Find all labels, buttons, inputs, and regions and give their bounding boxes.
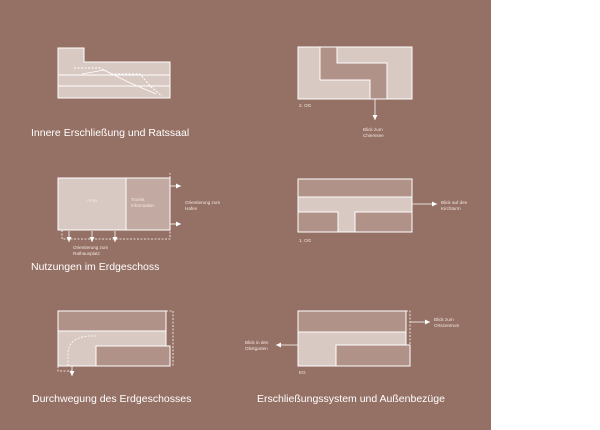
- note-tourist-info: Tourist Information: [131, 197, 154, 208]
- floor-label-ground: EG: [299, 370, 306, 375]
- note-view-lake: Blick zum Chiemsee: [363, 127, 384, 138]
- caption-access-system: Erschließungssystem und Außenbezüge: [257, 393, 445, 405]
- note-orchard: Blick in den Obstgarten: [245, 340, 269, 351]
- note-harbour: Orientierung zum Hafen: [185, 200, 221, 211]
- diagram-canvas: [57, 46, 437, 376]
- caption-ground-floor-uses: Nutzungen im Erdgeschoss: [31, 261, 160, 273]
- note-town-centre: Blick zum Ortszentrum: [434, 317, 460, 328]
- diagram-access-system: [276, 310, 430, 367]
- diagram-ground-floor-passage: [57, 310, 174, 376]
- note-church-tower: Blick auf den Kirchturm: [441, 200, 468, 211]
- note-town-hall-square: Orientierung zum Rathausplatz: [73, 245, 109, 256]
- diagram-internal-access: [57, 47, 171, 99]
- note-annex: Amts: [87, 198, 98, 203]
- floor-label-second: 2. OG: [299, 103, 312, 108]
- caption-internal-access: Innere Erschließung und Ratssaal: [31, 127, 190, 139]
- floor-label-first: 1. OG: [299, 238, 312, 243]
- diagram-first-floor: [297, 178, 437, 233]
- caption-ground-floor-passage: Durchwegung des Erdgeschosses: [32, 393, 192, 405]
- diagram-second-floor: [297, 46, 413, 120]
- diagram-ground-floor-uses: [57, 173, 181, 242]
- diagram-panel: Innere Erschließung und Ratssaal Nutzung…: [0, 0, 491, 430]
